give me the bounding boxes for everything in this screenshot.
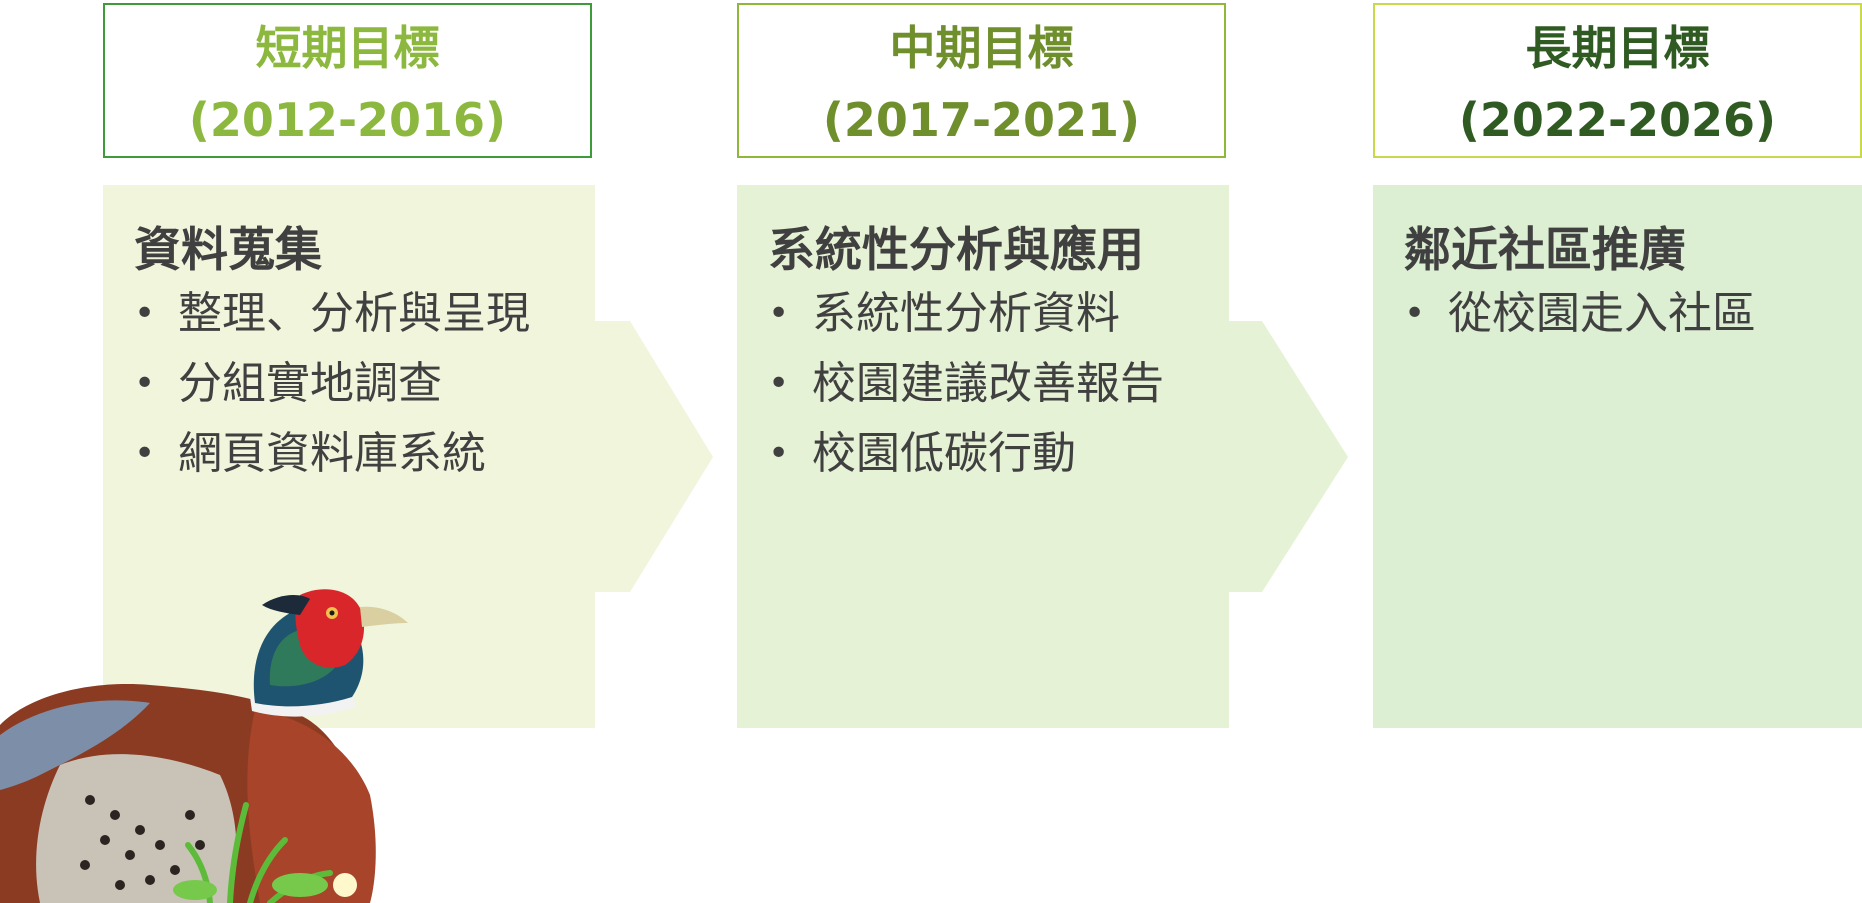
stage1-header-box: 短期目標 (2012-2016): [103, 3, 592, 158]
stage3-panel: 鄰近社區推廣 從校園走入社區: [1373, 185, 1862, 728]
stage1-title: 資料蒐集: [134, 223, 322, 278]
stage3-item-list: 從校園走入社區: [1404, 279, 1756, 349]
stage1-panel: 資料蒐集 整理、分析與呈現 分組實地調查 網頁資料庫系統: [103, 185, 595, 728]
stage3-title: 鄰近社區推廣: [1404, 223, 1686, 278]
list-item: 分組實地調查: [134, 349, 530, 419]
list-item: 從校園走入社區: [1404, 279, 1756, 349]
stage2-item-list: 系統性分析資料 校園建議改善報告 校園低碳行動: [768, 279, 1164, 489]
stage3-header-box: 長期目標 (2022-2026): [1373, 3, 1862, 158]
stage3-goal-label: 長期目標: [1525, 21, 1710, 75]
list-item: 校園建議改善報告: [768, 349, 1164, 419]
stage2-title: 系統性分析與應用: [768, 223, 1144, 278]
list-item: 網頁資料庫系統: [134, 419, 530, 489]
list-item: 系統性分析資料: [768, 279, 1164, 349]
stage2-period-label: (2017-2021): [822, 93, 1141, 147]
stage1-item-list: 整理、分析與呈現 分組實地調查 網頁資料庫系統: [134, 279, 530, 489]
pheasant-image: [0, 589, 408, 903]
list-item: 整理、分析與呈現: [134, 279, 530, 349]
stage2-header-box: 中期目標 (2017-2021): [737, 3, 1226, 158]
stage2-panel: 系統性分析與應用 系統性分析資料 校園建議改善報告 校園低碳行動: [737, 185, 1229, 728]
stage3-period-label: (2022-2026): [1458, 93, 1777, 147]
stage1-goal-label: 短期目標: [255, 21, 440, 75]
stage1-period-label: (2012-2016): [188, 93, 507, 147]
list-item: 校園低碳行動: [768, 419, 1164, 489]
stage2-goal-label: 中期目標: [889, 21, 1074, 75]
